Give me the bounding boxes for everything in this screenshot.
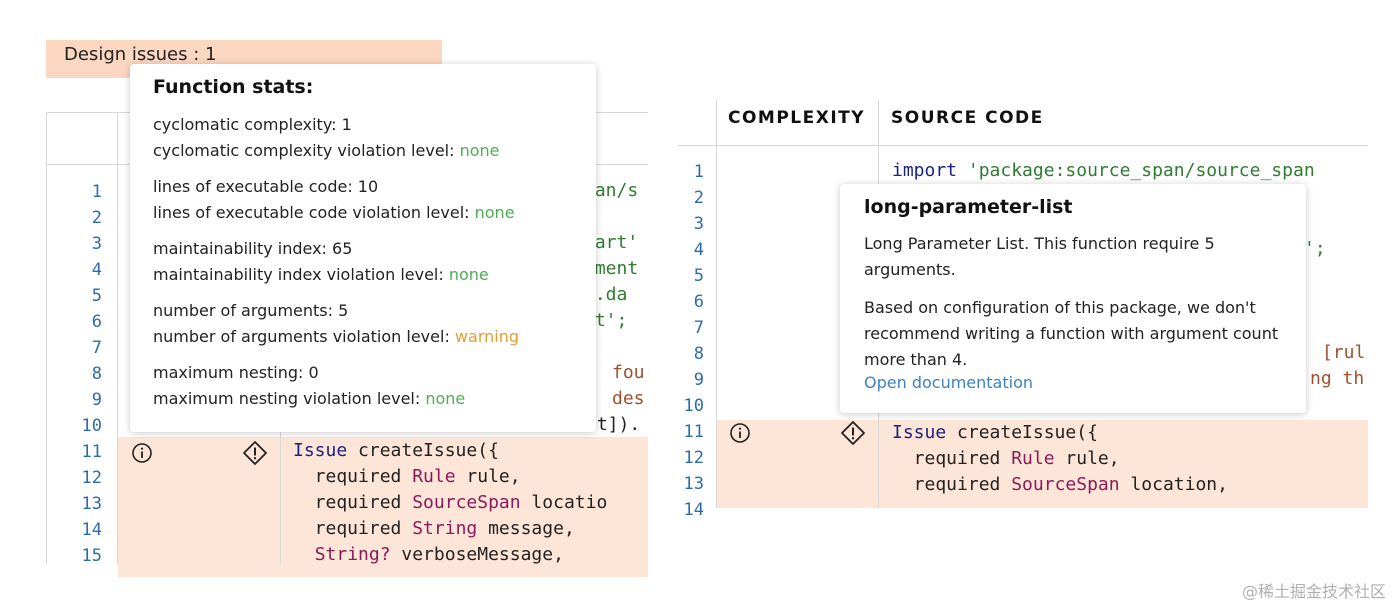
rule-tooltip-popup: long-parameter-list Long Parameter List.… — [840, 184, 1306, 413]
code-line-4: '; — [1304, 238, 1326, 259]
issue-highlight — [716, 420, 1368, 508]
line-number: 7 — [91, 338, 102, 358]
line-number: 14 — [81, 520, 102, 540]
stat-metric: maximum nesting: 0 — [153, 363, 319, 382]
violation-level: none — [425, 389, 466, 408]
code-line-12: required Rule rule, — [293, 466, 521, 487]
violation-level: none — [448, 265, 489, 284]
line-number: 3 — [91, 234, 102, 254]
code-line-13: required SourceSpan locatio — [293, 492, 608, 513]
line-number: 1 — [91, 182, 102, 202]
line-number: 11 — [81, 442, 102, 462]
code-line-8: [rul — [1322, 342, 1366, 363]
code-line-8: fou — [612, 362, 645, 383]
code-line-15: String? verboseMessage, — [314, 544, 564, 565]
line-number: 10 — [683, 396, 704, 416]
code-line-13: required SourceSpan location, — [892, 474, 1228, 495]
line-number: 2 — [693, 188, 704, 208]
violation-level: warning — [454, 327, 519, 346]
warning-diamond-icon[interactable] — [840, 420, 866, 446]
line-number: 9 — [693, 370, 704, 390]
line-number: 4 — [91, 260, 102, 280]
code-line-9: ng th — [1310, 368, 1365, 389]
line-number: 7 — [693, 318, 704, 338]
watermark: @稀土掘金技术社区 — [1241, 582, 1386, 601]
line-number: 5 — [91, 286, 102, 306]
stat-violation: maintainability index violation level: n… — [153, 265, 489, 284]
info-circle-icon[interactable] — [729, 422, 751, 444]
stat-group: maintainability index: 65 maintainabilit… — [153, 236, 596, 288]
column-header-source-code[interactable]: SOURCE CODE — [891, 108, 1044, 128]
line-number: 3 — [693, 214, 704, 234]
line-number: 6 — [693, 292, 704, 312]
line-number: 8 — [693, 344, 704, 364]
stat-metric: number of arguments: 5 — [153, 301, 349, 320]
stat-group: cyclomatic complexity: 1 cyclomatic comp… — [153, 112, 596, 164]
line-number: 4 — [693, 240, 704, 260]
stat-violation: cyclomatic complexity violation level: n… — [153, 141, 500, 160]
code-line-1: import 'package:source_span/source_span — [892, 160, 1315, 181]
line-number: 12 — [81, 468, 102, 488]
line-number: 6 — [91, 312, 102, 332]
line-number: 8 — [91, 364, 102, 384]
line-number: 12 — [683, 448, 704, 468]
line-number: 11 — [683, 422, 704, 442]
line-number: 1 — [693, 162, 704, 182]
line-number: 14 — [683, 500, 704, 520]
warning-diamond-icon[interactable] — [242, 440, 268, 466]
stat-violation: number of arguments violation level: war… — [153, 327, 519, 346]
stat-metric: cyclomatic complexity: 1 — [153, 115, 352, 134]
line-number: 5 — [693, 266, 704, 286]
popup-title: long-parameter-list — [864, 196, 1073, 218]
info-circle-icon[interactable] — [131, 442, 153, 464]
code-line-11: Issue createIssue({ — [293, 440, 499, 461]
code-line-3: lart' — [584, 232, 639, 253]
code-line-11: Issue createIssue({ — [892, 422, 1098, 443]
issue-highlight — [118, 437, 648, 577]
column-header-complexity[interactable]: COMPLEXITY — [728, 108, 866, 128]
rule-summary: Long Parameter List. This function requi… — [864, 234, 1215, 279]
popup-title: Function stats: — [153, 76, 314, 98]
code-line-14: required String message, — [293, 518, 575, 539]
stat-group: maximum nesting: 0 maximum nesting viola… — [153, 360, 596, 412]
stat-metric: maintainability index: 65 — [153, 239, 353, 258]
line-number: 10 — [81, 416, 102, 436]
stat-group: number of arguments: 5 number of argumen… — [153, 298, 596, 350]
open-documentation-link[interactable]: Open documentation — [864, 373, 1033, 392]
stat-violation: maximum nesting violation level: none — [153, 389, 466, 408]
line-number: 13 — [683, 474, 704, 494]
code-line-10: nt]). — [586, 414, 641, 435]
stat-metric: lines of executable code: 10 — [153, 177, 379, 196]
line-number: 2 — [91, 208, 102, 228]
right-code-table: COMPLEXITY SOURCE CODE 1 2 3 4 5 6 7 8 9… — [678, 100, 1368, 520]
line-number: 9 — [91, 390, 102, 410]
line-number: 13 — [81, 494, 102, 514]
stat-group: lines of executable code: 10 lines of ex… — [153, 174, 596, 226]
left-code-table: 1 2 3 4 5 6 7 8 9 10 11 12 13 14 15 oan/… — [46, 112, 648, 577]
code-line-4: ement — [584, 258, 639, 279]
function-stats-popup: Function stats: cyclomatic complexity: 1… — [130, 64, 596, 432]
code-line-9: des — [612, 388, 645, 409]
stat-violation: lines of executable code violation level… — [153, 203, 515, 222]
violation-level: none — [459, 141, 500, 160]
violation-level: none — [474, 203, 515, 222]
code-line-1: oan/s — [584, 180, 639, 201]
code-line-12: required Rule rule, — [892, 448, 1120, 469]
line-number: 15 — [81, 546, 102, 566]
rule-description: Based on configuration of this package, … — [864, 298, 1279, 369]
